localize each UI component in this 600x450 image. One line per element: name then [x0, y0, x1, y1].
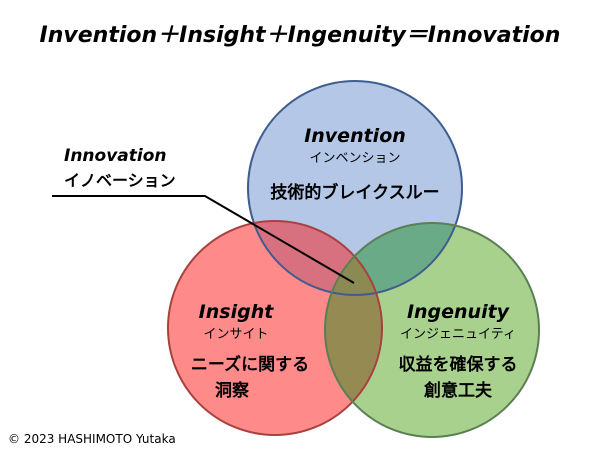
overlap-invention-ingenuity: [325, 223, 462, 295]
callout-kana: イノベーション: [64, 171, 176, 190]
ingenuity-kana: インジェニュイティ: [400, 327, 516, 342]
invention-outline: [247, 80, 463, 296]
copyright: © 2023 HASHIMOTO Yutaka: [8, 432, 176, 446]
ingenuity-description-line1: 収益を確保する: [399, 354, 518, 375]
insight-name: Insight: [199, 301, 275, 323]
insight-description-line1: ニーズに関する: [191, 354, 309, 375]
invention-description: 技術的ブレイクスルー: [270, 182, 439, 203]
ingenuity-outline: [324, 222, 540, 438]
invention-kana: インベンション: [309, 151, 400, 166]
callout-leader-line: [52, 195, 355, 284]
overlap-invention-insight: [248, 221, 382, 295]
page-title: Invention＋Insight＋Ingenuity＝Innovation: [40, 23, 561, 48]
ingenuity-description-line2: 創意工夫: [423, 380, 493, 401]
callout-name: Innovation: [64, 146, 167, 166]
insight-kana: インサイト: [203, 327, 268, 342]
ingenuity-name: Ingenuity: [407, 301, 511, 323]
invention-name: Invention: [304, 125, 406, 147]
insight-outline: [167, 220, 383, 436]
insight-description-line2: 洞察: [215, 380, 250, 401]
